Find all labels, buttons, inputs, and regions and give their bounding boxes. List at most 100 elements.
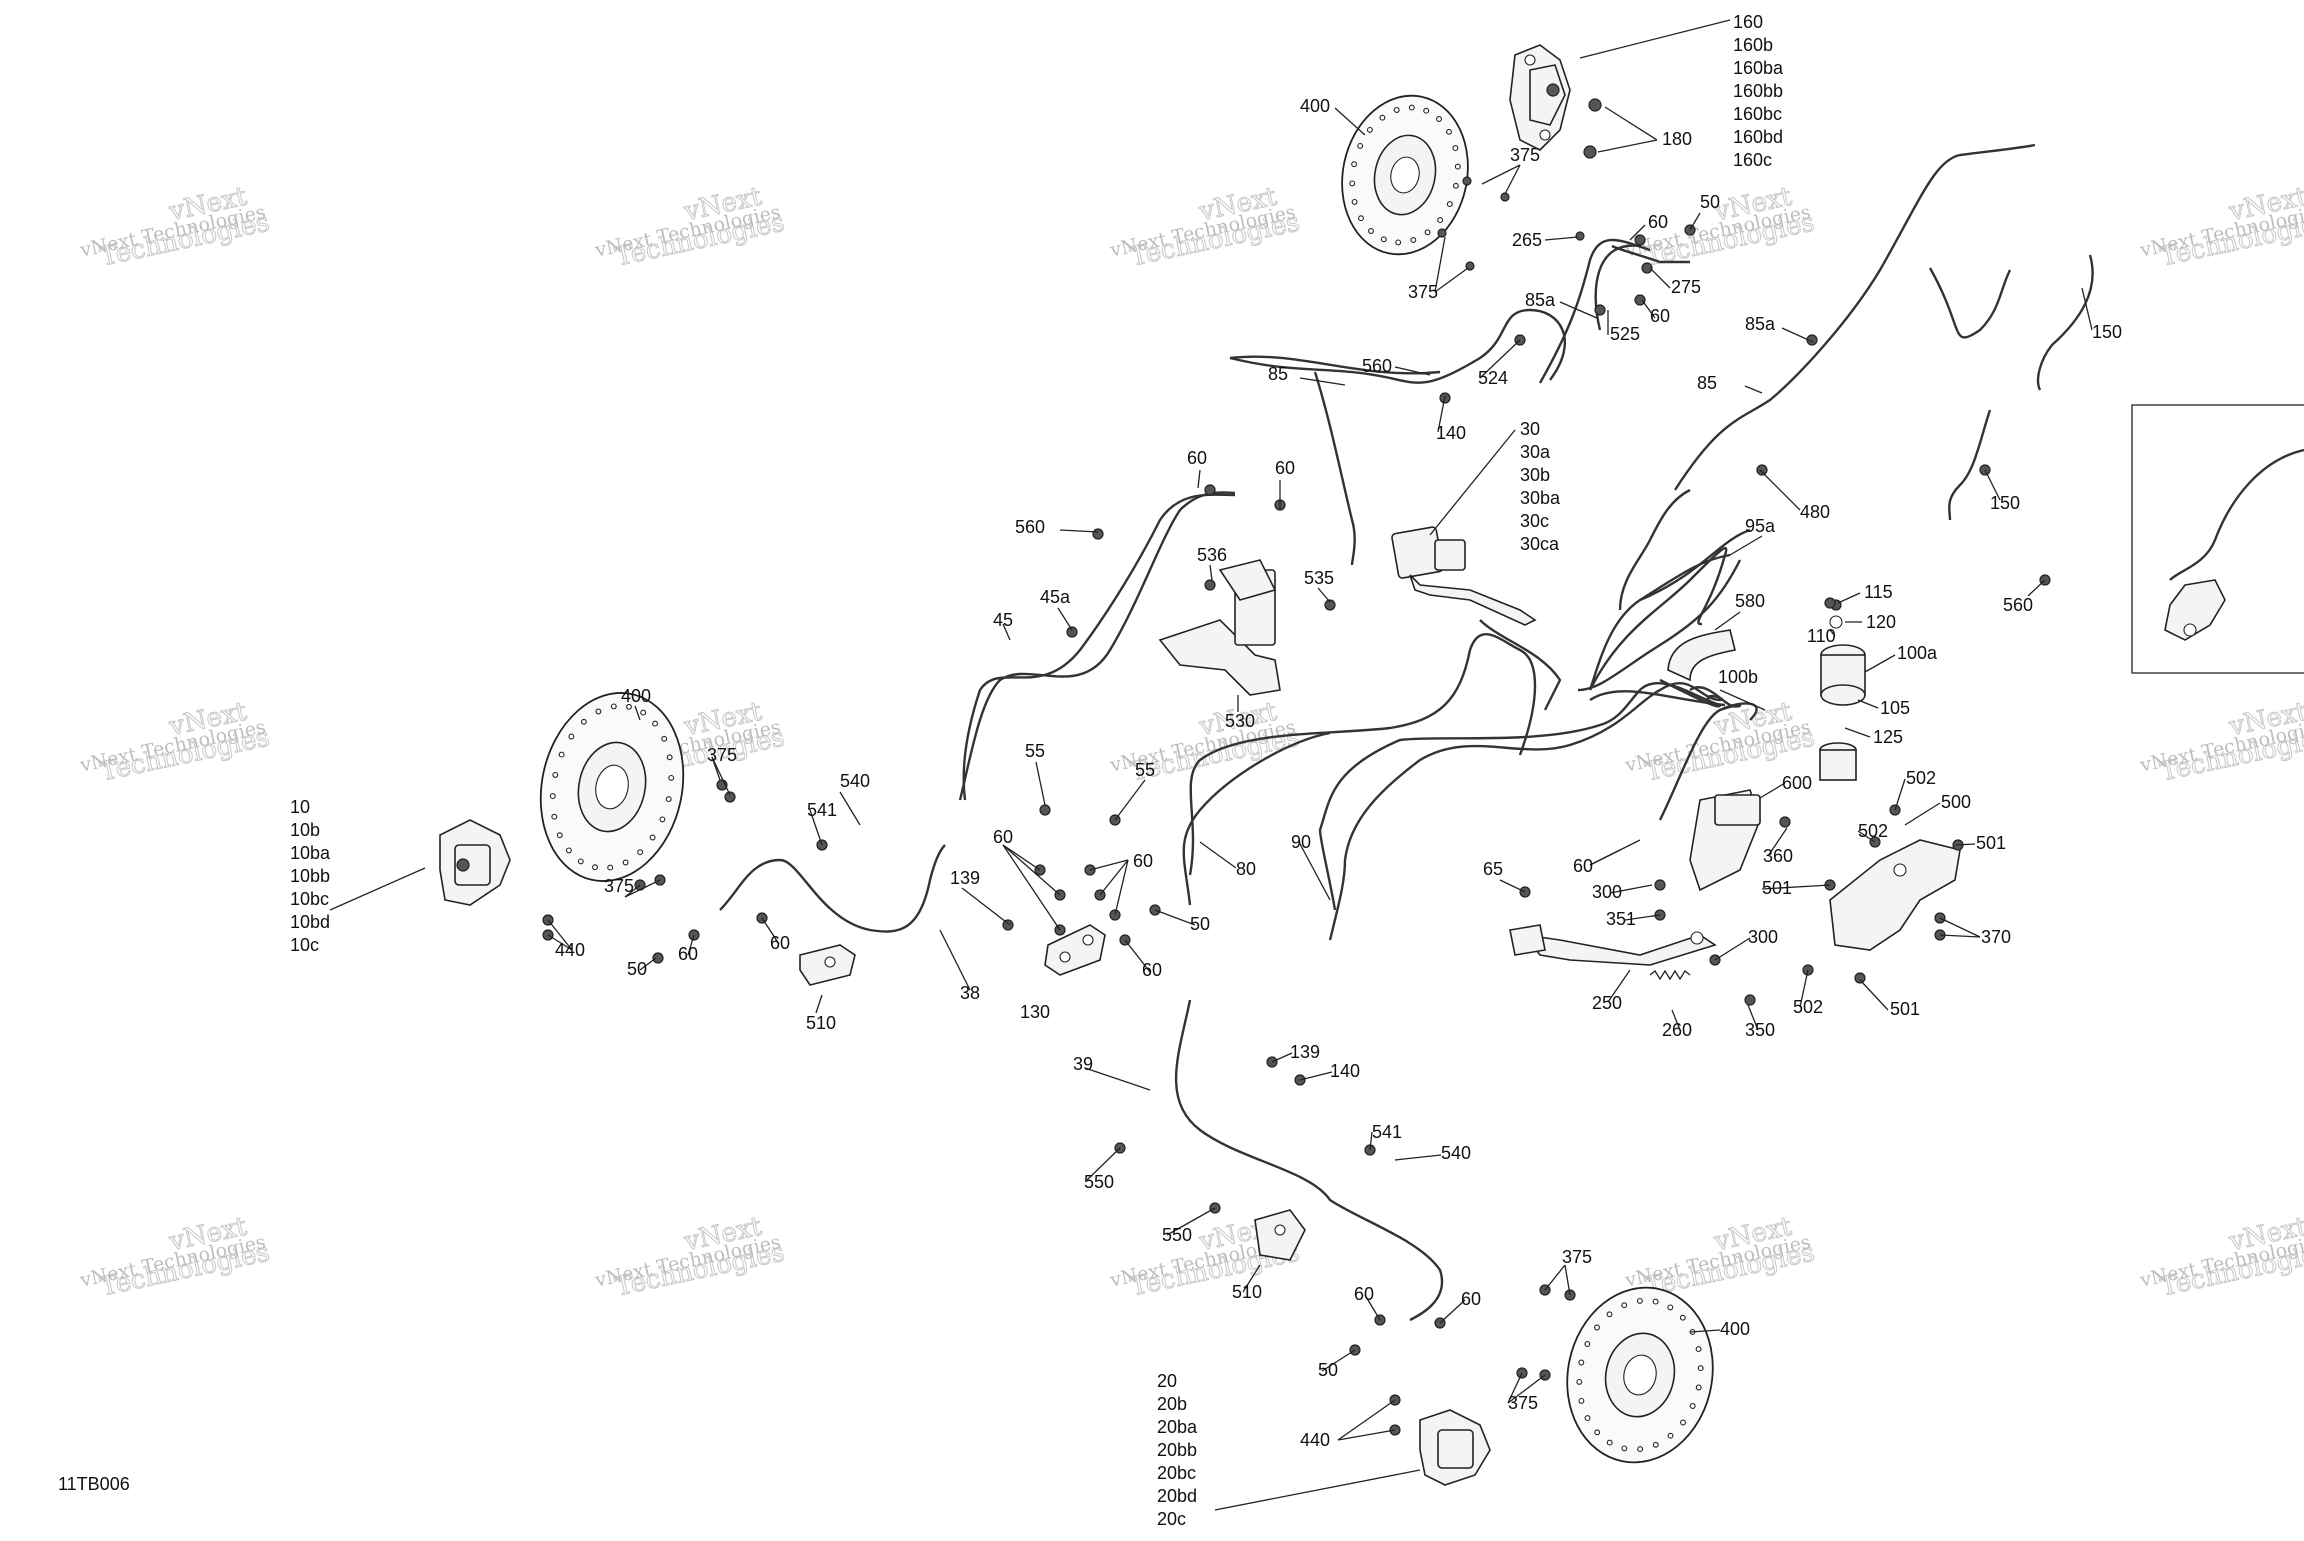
callout-50-d: 50 [1318,1360,1338,1380]
leader-line [1394,366,1431,376]
callout-180: 180 [1662,129,1692,149]
callout-260: 260 [1662,1020,1692,1040]
leader-line [809,809,823,846]
disc-hole [1637,1446,1644,1453]
callout-375-c: 375 [707,745,737,765]
callout-375-top: 375 [1510,145,1540,165]
clip-510-left [799,944,856,986]
callout-150-b: 150 [1990,493,2020,513]
leader-line [1154,909,1196,926]
left-brake-disc [539,692,685,882]
callout-labels: 160160b160ba160bb160bc160bd160c400375180… [290,12,2122,1529]
callout-560-b: 560 [2003,595,2033,615]
brake-line-38 [719,844,946,933]
callout-60-j: 60 [1142,960,1162,980]
callout-250: 250 [1592,993,1622,1013]
left-caliper [439,819,511,906]
disc-hole [622,859,629,866]
callout-502-a: 502 [1906,768,1936,788]
disc-hole [1680,1419,1686,1426]
leader-line [1369,1131,1373,1151]
reservoir-100a [1819,599,1866,781]
diagram-code: 11TB006 [58,1474,130,1494]
callout-60-b: 60 [1650,306,1670,326]
disc-hole [1652,1441,1659,1448]
disc-hole [1667,1304,1674,1311]
callout-360: 360 [1763,846,1793,866]
callout-139-b: 139 [1290,1042,1320,1062]
leader-line [839,791,861,826]
disc-hole [1379,114,1386,121]
callout-55-a: 55 [1025,741,1045,761]
callout-600: 600 [1782,773,1812,793]
leader-line [1597,139,1658,153]
leader-line [1904,802,1941,826]
disc-hole [640,709,647,716]
callout-501-a: 501 [1976,833,2006,853]
brake-line-45 [962,493,1236,801]
disc-hole [1695,1346,1702,1353]
disc-hole [565,847,572,854]
leader-line [1864,654,1896,673]
disc-hole [1584,1341,1591,1347]
callout-510-a: 510 [806,1013,836,1033]
callout-139-a: 139 [950,868,980,888]
leader-line [1589,849,1621,866]
leader-line [2081,287,2093,331]
callout-160bd: 160bd [1733,127,1783,147]
disc-hole [1689,1403,1696,1409]
leader-line [1242,1264,1261,1293]
callout-540-b: 540 [1441,1143,1471,1163]
disc-hole [1667,1432,1674,1439]
leader-line [1337,1399,1396,1441]
callout-20c: 20c [1157,1509,1186,1529]
leader-line [1434,267,1469,293]
inset-detail [2131,404,2304,674]
disc-hole [1606,1439,1613,1446]
leader-line [1761,884,1831,890]
callout-20b: 20b [1157,1394,1187,1414]
leader-line [1559,301,1598,319]
fastener [1779,816,1791,828]
disc-hole [1357,142,1364,149]
leader-line [1507,1372,1523,1404]
disc-hole [1358,215,1364,222]
disc-hole [1424,229,1431,236]
callout-60-i: 60 [1133,851,1153,871]
callout-60-h: 60 [993,827,1013,847]
callout-160c: 160c [1733,150,1772,170]
disc-hole [1636,1297,1643,1304]
disc-hole [1349,180,1356,187]
fastener [1756,464,1768,476]
callout-110: 110 [1807,626,1836,646]
disc-hole [1410,237,1417,243]
leader-line [1894,778,1906,811]
disc-hole [1366,126,1373,133]
fastener [1324,599,1336,611]
disc-hole [1584,1415,1591,1422]
callout-80: 80 [1236,859,1256,879]
disc-hole [580,718,587,725]
disc-hole [1679,1314,1686,1321]
top-brake-disc [1341,94,1469,256]
leader-line [1844,727,1871,738]
callout-541-b: 541 [1372,1122,1402,1142]
callout-38: 38 [960,983,980,1003]
leader-line [1579,19,1731,59]
callout-90: 90 [1291,832,1311,852]
disc-hole [1452,145,1459,152]
leader-line [639,957,657,971]
fastener [1641,262,1653,274]
callout-375-b: 375 [1408,282,1438,302]
top-caliper [1509,44,1571,151]
fastener [1854,972,1866,984]
disc-hole [568,733,575,740]
leader-line [1481,164,1521,185]
fastener [1204,484,1216,496]
callout-20bd: 20bd [1157,1486,1197,1506]
leader-line [1781,327,1814,343]
